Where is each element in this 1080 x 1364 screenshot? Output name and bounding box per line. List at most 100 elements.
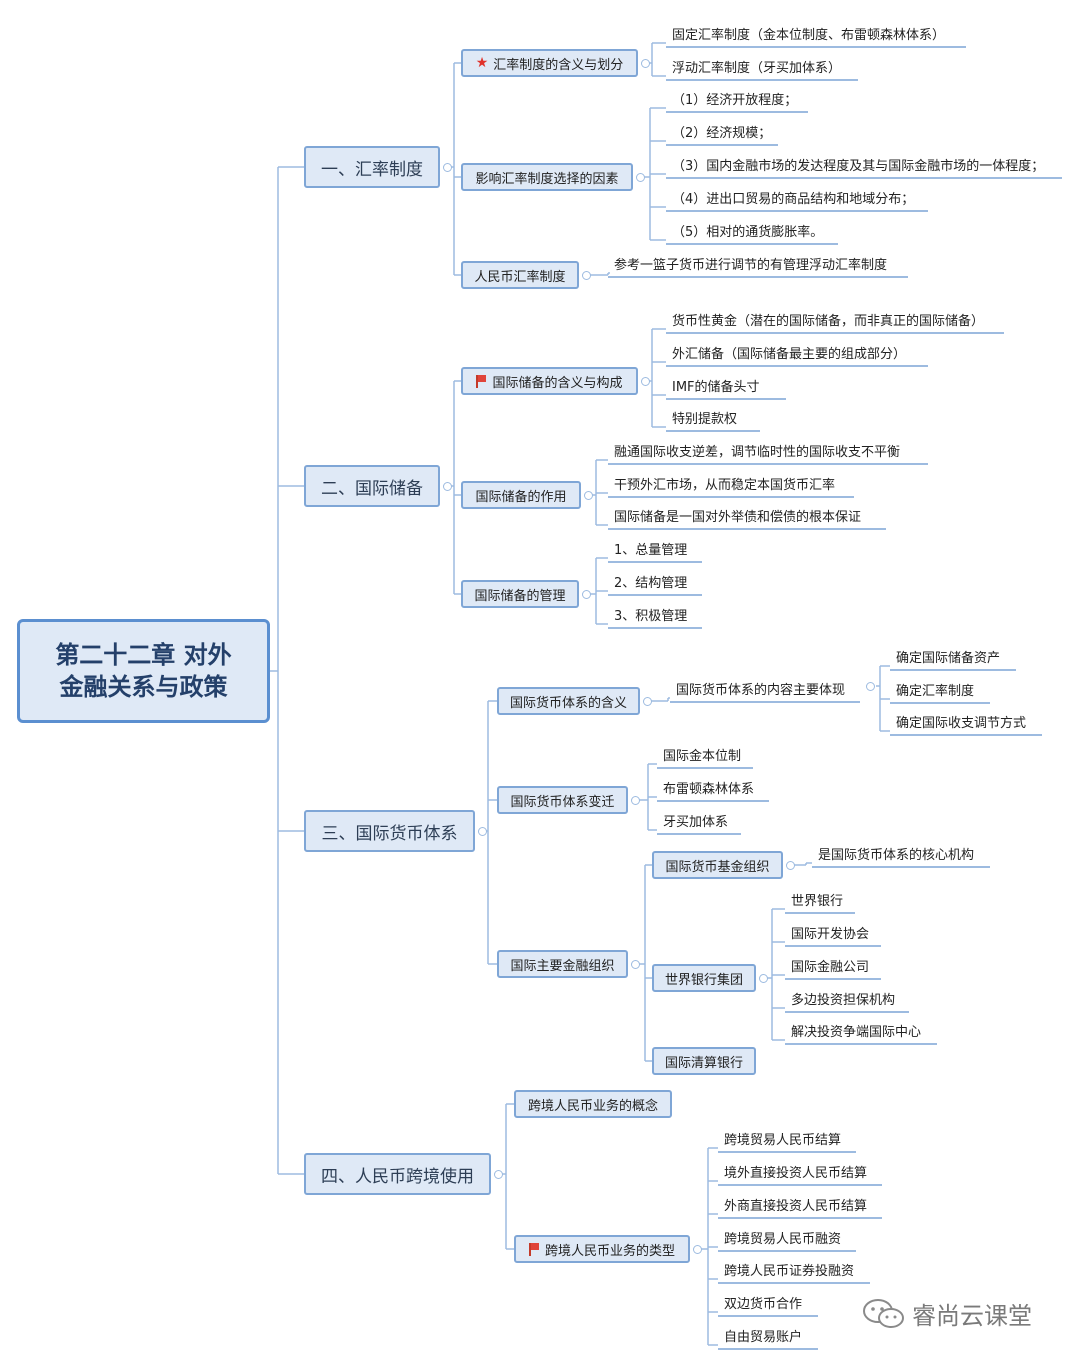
leaf-bretton-woods[interactable]: 布雷顿森林体系 xyxy=(657,778,769,802)
collapse-toggle[interactable] xyxy=(631,796,640,805)
collapse-toggle[interactable] xyxy=(631,960,640,969)
topic-international-monetary-system[interactable]: 三、国际货币体系 xyxy=(304,810,475,852)
leaf-factor-5[interactable]: （5）相对的通货膨胀率。 xyxy=(666,221,838,245)
leaf-gold-standard[interactable]: 国际金本位制 xyxy=(657,745,753,769)
subtopic-label: 跨境人民币业务的类型 xyxy=(544,1243,675,1259)
subtopic-ims-evolution[interactable]: 国际货币体系变迁 xyxy=(497,786,628,814)
org-world-bank-group[interactable]: 世界银行集团 xyxy=(652,964,756,992)
topic-label: 一、汇率制度 xyxy=(321,159,423,180)
subtopic-cross-border-types[interactable]: 跨境人民币业务的类型 xyxy=(514,1235,690,1263)
leaf-securities-investment[interactable]: 跨境人民币证券投融资 xyxy=(718,1260,870,1284)
subtopic-label: 跨境人民币业务的概念 xyxy=(527,1098,658,1114)
collapse-toggle[interactable] xyxy=(584,491,593,500)
leaf-finance-deficit[interactable]: 融通国际收支逆差，调节临时性的国际收支不平衡 xyxy=(608,441,928,465)
subtopic-label: 国际储备的含义与构成 xyxy=(492,375,623,391)
star-icon: ★ xyxy=(475,55,489,71)
collapse-toggle[interactable] xyxy=(582,590,591,599)
collapse-toggle[interactable] xyxy=(494,1170,503,1179)
collapse-toggle[interactable] xyxy=(641,59,650,68)
leaf-factor-1[interactable]: （1）经济开放程度； xyxy=(666,89,808,113)
leaf-rate-system[interactable]: 确定汇率制度 xyxy=(890,680,990,704)
leaf-ida[interactable]: 国际开发协会 xyxy=(785,923,881,947)
subtopic-cross-border-concept[interactable]: 跨境人民币业务的概念 xyxy=(514,1090,672,1118)
leaf-active-mgmt[interactable]: 3、积极管理 xyxy=(608,605,702,629)
leaf-reserve-assets[interactable]: 确定国际储备资产 xyxy=(890,647,1016,671)
leaf-imf-core[interactable]: 是国际货币体系的核心机构 xyxy=(812,844,990,868)
subtopic-label: 国际货币体系的含义 xyxy=(509,695,627,711)
leaf-factor-3[interactable]: （3）国内金融市场的发达程度及其与国际金融市场的一体程度； xyxy=(666,155,1062,179)
subtopic-label: 人民币汇率制度 xyxy=(474,269,566,285)
collapse-toggle[interactable] xyxy=(443,482,452,491)
subtopic-label: 国际储备的管理 xyxy=(474,588,566,604)
root-node[interactable]: 第二十二章 对外 金融关系与政策 xyxy=(17,619,270,723)
subtopic-financial-orgs[interactable]: 国际主要金融组织 xyxy=(497,950,628,978)
subtopic-label: 影响汇率制度选择的因素 xyxy=(475,171,619,187)
flag-icon xyxy=(476,374,487,388)
collapse-toggle[interactable] xyxy=(443,163,452,172)
subtopic-label: 汇率制度的含义与划分 xyxy=(493,57,624,73)
subtopic-reserve-definition[interactable]: 国际储备的含义与构成 xyxy=(461,367,638,395)
org-imf[interactable]: 国际货币基金组织 xyxy=(652,851,783,879)
subtopic-rmb-rate-system[interactable]: 人民币汇率制度 xyxy=(461,261,579,289)
watermark-text: 睿尚云课堂 xyxy=(912,1302,1032,1330)
subtopic-exchange-rate-definition[interactable]: ★汇率制度的含义与划分 xyxy=(461,49,638,77)
collapse-toggle[interactable] xyxy=(641,377,650,386)
leaf-trade-settlement[interactable]: 跨境贸易人民币结算 xyxy=(718,1129,856,1153)
collapse-toggle[interactable] xyxy=(478,827,487,836)
org-label: 国际清算银行 xyxy=(664,1055,743,1071)
leaf-factor-2[interactable]: （2）经济规模； xyxy=(666,122,778,146)
topic-exchange-rate-system[interactable]: 一、汇率制度 xyxy=(304,146,440,188)
subtopic-ims-meaning[interactable]: 国际货币体系的含义 xyxy=(497,687,640,715)
leaf-free-trade-account[interactable]: 自由贸易账户 xyxy=(718,1326,818,1350)
leaf-ims-content[interactable]: 国际货币体系的内容主要体现 xyxy=(670,679,860,703)
topic-label: 二、国际储备 xyxy=(321,478,423,499)
leaf-miga[interactable]: 多边投资担保机构 xyxy=(785,989,909,1013)
subtopic-reserve-management[interactable]: 国际储备的管理 xyxy=(461,580,579,608)
leaf-trade-financing[interactable]: 跨境贸易人民币融资 xyxy=(718,1228,856,1252)
subtopic-label: 国际货币体系变迁 xyxy=(510,794,615,810)
org-bis[interactable]: 国际清算银行 xyxy=(652,1047,756,1075)
leaf-jamaica[interactable]: 牙买加体系 xyxy=(657,811,741,835)
leaf-world-bank[interactable]: 世界银行 xyxy=(785,890,855,914)
leaf-debt-guarantee[interactable]: 国际储备是一国对外举债和偿债的根本保证 xyxy=(608,506,886,530)
watermark: 睿尚云课堂 xyxy=(862,1296,1032,1331)
leaf-floating-rate[interactable]: 浮动汇率制度（牙买加体系） xyxy=(666,57,858,81)
leaf-icsid[interactable]: 解决投资争端国际中心 xyxy=(785,1021,937,1045)
leaf-factor-4[interactable]: （4）进出口贸易的商品结构和地域分布； xyxy=(666,188,928,212)
leaf-fx-reserves[interactable]: 外汇储备（国际储备最主要的组成部分） xyxy=(666,343,928,367)
flag-icon xyxy=(528,1242,540,1256)
subtopic-reserve-function[interactable]: 国际储备的作用 xyxy=(461,481,581,509)
leaf-rmb-managed-float[interactable]: 参考一篮子货币进行调节的有管理浮动汇率制度 xyxy=(608,254,908,278)
topic-international-reserves[interactable]: 二、国际储备 xyxy=(304,465,440,507)
leaf-bop-adjustment[interactable]: 确定国际收支调节方式 xyxy=(890,712,1042,736)
leaf-total-mgmt[interactable]: 1、总量管理 xyxy=(608,539,702,563)
topic-label: 四、人民币跨境使用 xyxy=(321,1166,474,1187)
collapse-toggle[interactable] xyxy=(866,682,875,691)
collapse-toggle[interactable] xyxy=(643,697,652,706)
leaf-bilateral-cooperation[interactable]: 双边货币合作 xyxy=(718,1293,818,1317)
collapse-toggle[interactable] xyxy=(582,271,591,280)
leaf-structure-mgmt[interactable]: 2、结构管理 xyxy=(608,572,702,596)
collapse-toggle[interactable] xyxy=(636,173,645,182)
leaf-fdi-settlement[interactable]: 外商直接投资人民币结算 xyxy=(718,1195,882,1219)
org-label: 国际货币基金组织 xyxy=(665,859,770,875)
leaf-monetary-gold[interactable]: 货币性黄金（潜在的国际储备，而非真正的国际储备） xyxy=(666,310,1004,334)
leaf-imf-position[interactable]: IMF的储备头寸 xyxy=(666,376,786,400)
leaf-fixed-rate[interactable]: 固定汇率制度（金本位制度、布雷顿森林体系） xyxy=(666,24,966,48)
subtopic-label: 国际储备的作用 xyxy=(475,489,567,505)
subtopic-rate-choice-factors[interactable]: 影响汇率制度选择的因素 xyxy=(461,163,633,191)
root-title-line2: 金融关系与政策 xyxy=(59,673,228,701)
root-title-line1: 第二十二章 对外 xyxy=(55,641,232,669)
leaf-ifc[interactable]: 国际金融公司 xyxy=(785,956,881,980)
collapse-toggle[interactable] xyxy=(759,974,768,983)
leaf-intervene-fx[interactable]: 干预外汇市场，从而稳定本国货币汇率 xyxy=(608,474,854,498)
subtopic-label: 国际主要金融组织 xyxy=(510,958,615,974)
topic-rmb-cross-border[interactable]: 四、人民币跨境使用 xyxy=(304,1153,491,1195)
collapse-toggle[interactable] xyxy=(693,1245,702,1254)
wechat-icon xyxy=(863,1298,904,1328)
leaf-sdr[interactable]: 特别提款权 xyxy=(666,408,760,432)
org-label: 世界银行集团 xyxy=(664,972,743,988)
collapse-toggle[interactable] xyxy=(786,861,795,870)
leaf-odi-settlement[interactable]: 境外直接投资人民币结算 xyxy=(718,1162,882,1186)
